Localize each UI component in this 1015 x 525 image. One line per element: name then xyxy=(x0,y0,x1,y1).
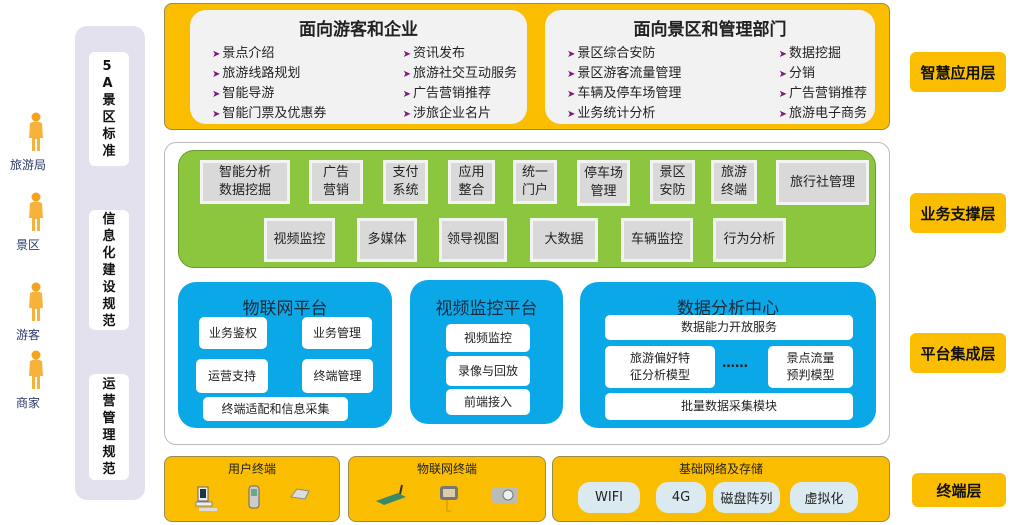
label-business-layer: 业务支撑层 xyxy=(910,193,1006,233)
group-title: 物联网终端 xyxy=(416,462,477,476)
module-travel-agency: 旅行社管理 xyxy=(776,160,869,205)
iot-terminal-mgmt: 终端管理 xyxy=(302,359,373,393)
feature-item: 车辆及停车场管理 xyxy=(567,84,681,104)
iot-adapter: 终端适配和信息采集 xyxy=(203,397,348,421)
module-analysis: 智能分析 数据挖掘 xyxy=(200,160,290,204)
standard-operations: 运 营 管 理 规 范 xyxy=(89,374,129,480)
phone-icon xyxy=(248,485,260,509)
label-app-layer: 智慧应用层 xyxy=(910,52,1006,92)
feature-list: 景区综合安防 景区游客流量管理 车辆及停车场管理 业务统计分析 xyxy=(567,44,681,124)
feature-item: 业务统计分析 xyxy=(567,104,681,124)
person-icon xyxy=(29,112,43,151)
app-panel-tourists: 面向游客和企业 景点介绍 旅游线路规划 智能导游 智能门票及优惠券 资讯发布 旅… xyxy=(190,10,527,124)
module-terminal: 旅游 终端 xyxy=(711,160,757,204)
iot-auth: 业务鉴权 xyxy=(199,317,267,349)
feature-list: 数据挖掘 分销 广告营销推荐 旅游电子商务 xyxy=(779,44,867,124)
person-icon xyxy=(29,282,43,321)
feature-item: 旅游线路规划 xyxy=(212,64,326,84)
storage-disk-array: 磁盘阵列 xyxy=(713,482,780,513)
data-preference-model: 旅游偏好特 征分析模型 xyxy=(605,346,715,388)
standard-5a: 5 A 景 区 标 准 xyxy=(89,52,129,166)
video-monitor: 视频监控 xyxy=(446,324,530,352)
person-icon xyxy=(29,192,43,231)
sensor-icon xyxy=(439,486,458,512)
camera-icon xyxy=(492,487,519,503)
router-icon xyxy=(375,484,406,505)
data-collect-module: 批量数据采集模块 xyxy=(605,393,853,420)
data-open-service: 数据能力开放服务 xyxy=(605,315,853,340)
feature-item: 分销 xyxy=(779,64,867,84)
iot-terminals: 物联网终端 xyxy=(348,456,546,522)
person-icon xyxy=(29,350,43,389)
feature-item: 数据挖掘 xyxy=(779,44,867,64)
iot-business-mgmt: 业务管理 xyxy=(302,317,372,349)
user-terminals: 用户终端 xyxy=(164,456,340,522)
video-playback: 录像与回放 xyxy=(446,356,530,386)
module-portal: 统一 门户 xyxy=(513,160,557,204)
module-multimedia: 多媒体 xyxy=(357,218,417,262)
feature-item: 智能门票及优惠券 xyxy=(212,104,326,124)
module-big-data: 大数据 xyxy=(530,218,598,262)
feature-item: 景区综合安防 xyxy=(567,44,681,64)
panel-title: 面向景区和管理部门 xyxy=(633,20,787,40)
feature-item: 旅游社交互动服务 xyxy=(403,64,517,84)
feature-item: 资讯发布 xyxy=(403,44,517,64)
video-frontend: 前端接入 xyxy=(446,389,530,415)
network-4g: 4G xyxy=(656,482,706,513)
module-integration: 应用 整合 xyxy=(448,160,495,204)
platform-title: 数据分析中心 xyxy=(677,299,779,319)
feature-item: 旅游电子商务 xyxy=(779,104,867,124)
role-tourism-bureau: 旅游局 xyxy=(3,112,53,173)
role-merchant: 商家 xyxy=(3,350,53,411)
module-video: 视频监控 xyxy=(264,218,335,262)
telephone-icon xyxy=(290,488,310,500)
feature-item: 景点介绍 xyxy=(212,44,326,64)
group-title: 基础网络及存储 xyxy=(678,462,763,476)
ellipsis: …… xyxy=(722,356,748,371)
platform-title: 视频监控平台 xyxy=(435,299,538,319)
platform-title: 物联网平台 xyxy=(242,299,328,319)
feature-item: 景区游客流量管理 xyxy=(567,64,681,84)
feature-item: 涉旅企业名片 xyxy=(403,104,517,124)
module-parking: 停车场 管理 xyxy=(577,160,630,206)
feature-item: 广告营销推荐 xyxy=(779,84,867,104)
feature-list: 资讯发布 旅游社交互动服务 广告营销推荐 涉旅企业名片 xyxy=(403,44,517,124)
storage-virtualization: 虚拟化 xyxy=(790,482,858,513)
module-behavior: 行为分析 xyxy=(713,218,786,262)
role-scenic-area: 景区 xyxy=(3,192,53,253)
module-payment: 支付 系统 xyxy=(383,160,428,204)
app-panel-management: 面向景区和管理部门 景区综合安防 景区游客流量管理 车辆及停车场管理 业务统计分… xyxy=(545,10,875,124)
video-platform: 视频监控平台 xyxy=(410,280,563,424)
module-security: 景区 安防 xyxy=(650,160,695,204)
computer-icon xyxy=(195,486,217,511)
panel-title: 面向游客和企业 xyxy=(299,20,418,40)
feature-item: 广告营销推荐 xyxy=(403,84,517,104)
module-leader-view: 领导视图 xyxy=(439,218,507,262)
label-platform-layer: 平台集成层 xyxy=(910,333,1006,373)
feature-item: 智能导游 xyxy=(212,84,326,104)
label-terminal-layer: 终端层 xyxy=(912,473,1006,507)
module-ads: 广告 营销 xyxy=(309,160,363,204)
network-wifi: WIFI xyxy=(578,482,640,513)
module-vehicle: 车辆监控 xyxy=(621,218,693,262)
standard-informatization: 信 息 化 建 设 规 范 xyxy=(89,210,129,330)
data-flow-model: 景点流量 预判模型 xyxy=(768,346,853,388)
iot-ops-support: 运营支持 xyxy=(196,359,268,393)
role-tourist: 游客 xyxy=(3,282,53,343)
group-title: 用户终端 xyxy=(227,462,276,476)
feature-list: 景点介绍 旅游线路规划 智能导游 智能门票及优惠券 xyxy=(212,44,326,124)
